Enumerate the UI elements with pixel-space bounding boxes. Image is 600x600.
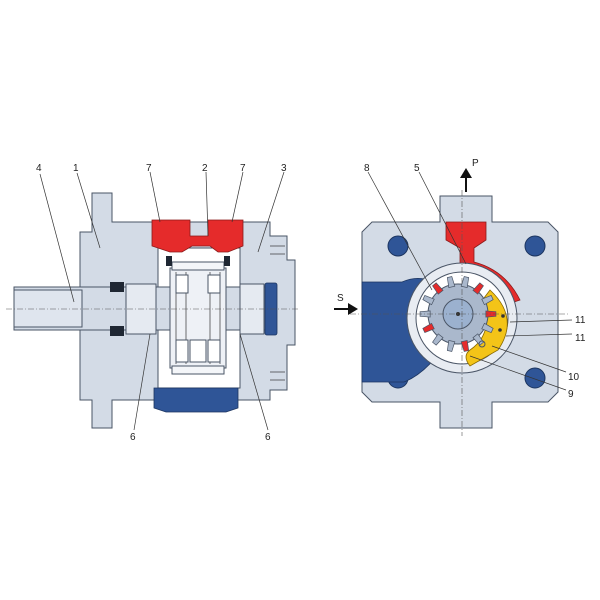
shaft-seal-bottom: [110, 326, 124, 336]
arrow-up-icon: [460, 168, 472, 192]
gear-section: [169, 261, 227, 375]
gear-tooth: [472, 333, 484, 346]
pressure-channel: [151, 219, 244, 253]
label-p: P: [472, 158, 479, 169]
gear-tooth: [422, 322, 435, 333]
gear-tooth: [472, 282, 484, 295]
cross-section-view: [350, 171, 573, 436]
label-6-left: 6: [130, 432, 136, 443]
gear-tooth: [422, 295, 435, 306]
bolt-hole-top-left: [387, 235, 409, 257]
gear-tooth: [419, 310, 431, 318]
shaft-stub: [13, 289, 83, 328]
gear-tooth: [446, 276, 456, 288]
label-5: 5: [414, 163, 420, 174]
label-7-right: 7: [240, 163, 246, 174]
label-11-top: 11: [575, 315, 586, 326]
shaft-seal-top: [110, 282, 124, 292]
bolt-hole-bottom-right: [524, 367, 546, 389]
label-6-right: 6: [265, 432, 271, 443]
gear-tooth: [432, 282, 444, 295]
suction-channel: [153, 387, 239, 413]
label-7-left: 7: [146, 163, 152, 174]
label-s: S: [337, 293, 344, 304]
label-2: 2: [202, 163, 208, 174]
label-4: 4: [36, 163, 42, 174]
gear-tooth: [446, 340, 456, 352]
label-1: 1: [73, 163, 79, 174]
label-3: 3: [281, 163, 287, 174]
label-10: 10: [568, 372, 580, 383]
label-11-bottom: 11: [575, 333, 586, 344]
label-8: 8: [364, 163, 370, 174]
label-9: 9: [568, 389, 574, 400]
sectional-view: [6, 171, 300, 431]
gear-tooth: [460, 340, 470, 352]
bolt-hole-top-right: [524, 235, 546, 257]
gear-tooth: [460, 276, 470, 288]
arrow-right-icon: [334, 303, 358, 315]
gear-tooth: [432, 333, 444, 346]
gear-tooth: [481, 295, 494, 306]
gear-tooth: [481, 322, 494, 333]
